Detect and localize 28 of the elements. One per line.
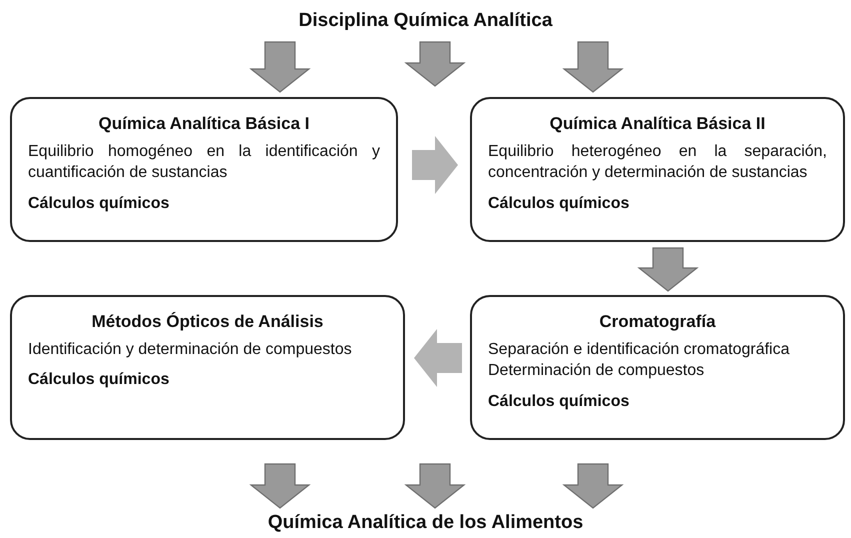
course-box	[10, 295, 405, 440]
heading-text: Química Analítica de los Alimentos	[270, 510, 581, 536]
course-title: Cromatografía	[598, 311, 717, 333]
block-arrow	[404, 41, 466, 87]
heading-text: Disciplina Química Analítica	[300, 6, 551, 36]
description-text: Identificación y determinación de compuestos	[28, 340, 353, 360]
block-arrow	[562, 463, 624, 509]
block-arrow	[404, 463, 466, 509]
topic-text: Cálculos químicos	[28, 370, 170, 390]
block-arrow	[249, 463, 311, 509]
block-arrow	[637, 247, 699, 292]
description-text: Determinación de compuestos	[488, 361, 706, 382]
course-box	[470, 97, 845, 242]
description-text: Equilibrio heterogéneo en la separación, concentración y determinación de sustancias	[488, 142, 827, 184]
topic-text: Cálculos químicos	[28, 194, 170, 214]
topic-text: Cálculos químicos	[488, 392, 630, 412]
block-arrow	[562, 41, 624, 93]
block-arrow	[249, 41, 311, 93]
course-title: Química Analítica Básica I	[97, 113, 310, 135]
block-arrow	[412, 136, 458, 194]
course-box	[470, 295, 845, 440]
course-box	[10, 97, 398, 242]
block-arrow	[414, 329, 462, 387]
course-title: Química Analítica Básica II	[548, 113, 766, 135]
course-title: Métodos Ópticos de Análisis	[90, 311, 324, 333]
description-text: Separación e identificación cromatográfica	[488, 340, 790, 360]
topic-text: Cálculos químicos	[488, 194, 630, 214]
description-text: Equilibrio homogéneo en la identificación y cuantificación de sustancias	[28, 142, 380, 184]
